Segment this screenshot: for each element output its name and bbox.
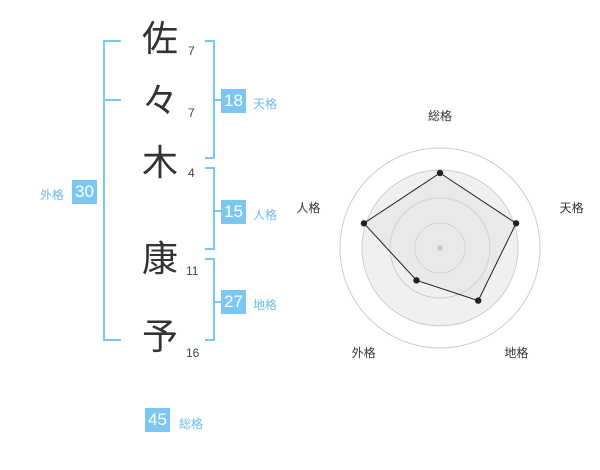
soukaku-label: 総格 (179, 417, 204, 431)
radar-center-dot (437, 245, 443, 251)
radar-point-3 (475, 297, 482, 304)
radar-axis-label-3: 地格 (504, 345, 528, 360)
radar-point-1 (436, 169, 444, 177)
radar-axis-label-1: 総格 (428, 108, 452, 123)
stroke-count-2: 7 (188, 106, 195, 120)
tenkaku-value: 18 (221, 89, 246, 113)
gaikaku-label: 外格 (40, 188, 65, 202)
tenkaku-label: 天格 (253, 97, 278, 111)
gaikaku-value: 30 (72, 180, 97, 204)
stroke-count-1: 7 (188, 44, 195, 58)
radar-axis-label-4: 外格 (352, 345, 376, 360)
name-char-5: 予 (141, 317, 178, 358)
radar-point-2 (512, 220, 520, 227)
radar-axis-label-2: 天格 (560, 200, 584, 215)
jinkaku-value: 15 (221, 200, 246, 224)
radar-ring-4 (339, 147, 541, 349)
radar-point-4 (413, 277, 420, 284)
stroke-count-5: 16 (186, 346, 200, 360)
radar-ring-2 (389, 197, 491, 299)
jinkaku-label: 人格 (253, 208, 278, 222)
jinkaku-bracket (205, 167, 215, 250)
gaikaku-bracket (103, 40, 121, 341)
name-char-2: 々 (141, 81, 178, 122)
chikaku-label: 地格 (253, 298, 278, 312)
chikaku-value: 27 (221, 290, 246, 314)
chikaku-bracket (205, 258, 215, 341)
radar-ring-1 (414, 222, 466, 274)
name-char-3: 木 (141, 143, 178, 184)
stroke-count-4: 11 (186, 264, 199, 278)
radar-series-polygon (363, 172, 517, 302)
name-char-1: 佐 (141, 19, 178, 60)
radar-axis-label-5: 人格 (296, 200, 320, 215)
radar-point-5 (360, 220, 368, 227)
stroke-count-3: 4 (188, 166, 195, 180)
name-char-4: 康 (141, 239, 178, 280)
soukaku-value: 45 (145, 408, 170, 432)
